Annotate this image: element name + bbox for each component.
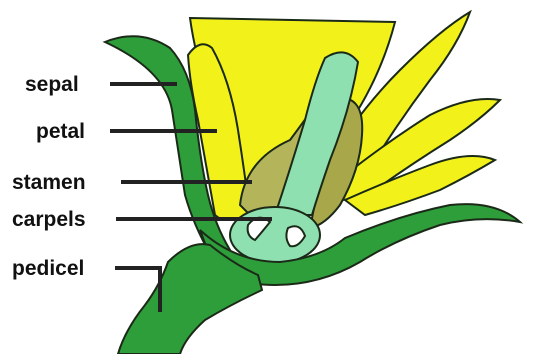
stamen-label: stamen [12,171,86,194]
labels: sepal petal stamen carpels pedicel [12,73,86,280]
ovary [230,207,320,263]
sepal-label: sepal [25,73,79,96]
petal-label: petal [36,120,85,143]
carpels-label: carpels [12,208,86,231]
pedicel-label: pedicel [12,257,84,280]
